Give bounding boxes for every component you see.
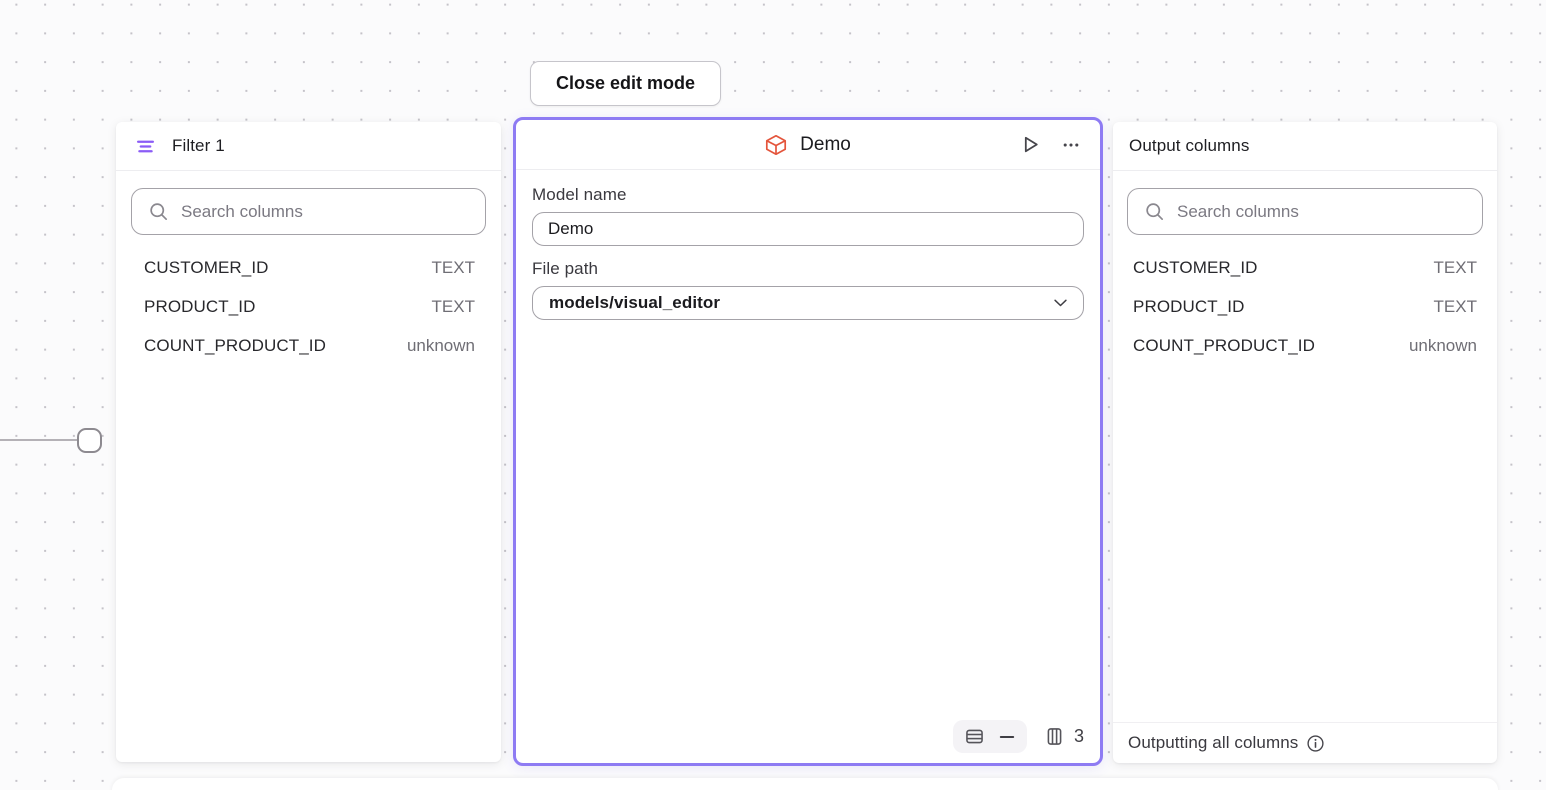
model-panel-footer: 3 [952, 720, 1084, 753]
column-type: TEXT [1433, 296, 1477, 316]
column-count-group: 3 [1044, 726, 1084, 747]
close-edit-mode-button[interactable]: Close edit mode [530, 61, 721, 106]
output-panel-footer: Outputting all columns [1113, 722, 1497, 763]
model-name-label: Model name [532, 185, 627, 204]
output-panel-title: Output columns [1129, 136, 1250, 155]
output-columns-panel: Output columns CUSTOMER_ID TEXT PRODUCT_… [1113, 122, 1497, 763]
column-type: unknown [406, 335, 475, 355]
more-options-button[interactable] [1059, 133, 1083, 157]
filter-node-panel: Filter 1 CUSTOMER_ID TEXT PRODUCT_ID TEX… [116, 122, 501, 762]
edge-connector-handle[interactable] [77, 428, 102, 453]
model-node-panel: Demo [513, 117, 1103, 766]
filter-search-box [131, 188, 486, 235]
model-panel-body: Model name File path models/visual_edito… [516, 170, 1100, 320]
search-icon [1144, 201, 1165, 222]
search-icon [148, 201, 169, 222]
column-name: PRODUCT_ID [1133, 296, 1245, 316]
output-search-input[interactable] [1177, 201, 1466, 222]
file-path-label: File path [532, 259, 599, 278]
edge-connector-line [0, 439, 80, 441]
column-row[interactable]: PRODUCT_ID TEXT [1113, 287, 1497, 326]
file-path-value: models/visual_editor [549, 293, 721, 312]
chevron-down-icon [1054, 299, 1067, 307]
bottom-panel [112, 778, 1498, 790]
column-name: COUNT_PRODUCT_ID [144, 335, 327, 355]
column-name: COUNT_PRODUCT_ID [1133, 335, 1316, 355]
filter-panel-header: Filter 1 [116, 122, 501, 171]
row-count-badge[interactable] [952, 720, 1027, 753]
info-icon[interactable] [1306, 734, 1325, 753]
column-type: TEXT [1433, 257, 1477, 277]
column-type: unknown [1408, 335, 1477, 355]
filter-lines-icon [135, 136, 156, 157]
column-type: TEXT [431, 296, 475, 316]
column-row[interactable]: CUSTOMER_ID TEXT [1113, 248, 1497, 287]
minus-icon [998, 728, 1016, 746]
column-name: CUSTOMER_ID [144, 257, 269, 277]
cube-icon [765, 134, 787, 156]
table-rows-icon [964, 726, 985, 747]
model-header-actions [1017, 120, 1083, 169]
column-name: PRODUCT_ID [144, 296, 256, 316]
output-footer-text: Outputting all columns [1128, 733, 1299, 752]
column-row[interactable]: CUSTOMER_ID TEXT [116, 248, 501, 287]
file-path-select[interactable]: models/visual_editor [532, 286, 1084, 320]
model-name-input[interactable] [532, 212, 1084, 246]
table-columns-icon [1044, 726, 1065, 747]
column-row[interactable]: COUNT_PRODUCT_ID unknown [1113, 326, 1497, 365]
column-row[interactable]: COUNT_PRODUCT_ID unknown [116, 326, 501, 365]
run-model-button[interactable] [1017, 131, 1044, 158]
ellipsis-icon [1061, 135, 1081, 155]
column-type: TEXT [431, 257, 475, 277]
model-panel-header: Demo [516, 120, 1100, 170]
column-name: CUSTOMER_ID [1133, 257, 1258, 277]
filter-columns-list: CUSTOMER_ID TEXT PRODUCT_ID TEXT COUNT_P… [116, 248, 501, 365]
output-search-box [1127, 188, 1483, 235]
play-icon [1019, 133, 1042, 156]
model-panel-title: Demo [800, 133, 851, 155]
model-title-group: Demo [765, 134, 851, 156]
column-count-value: 3 [1073, 726, 1084, 746]
column-row[interactable]: PRODUCT_ID TEXT [116, 287, 501, 326]
filter-search-input[interactable] [181, 201, 469, 222]
output-columns-list: CUSTOMER_ID TEXT PRODUCT_ID TEXT COUNT_P… [1113, 248, 1497, 365]
output-panel-header: Output columns [1113, 122, 1497, 171]
filter-panel-title: Filter 1 [172, 136, 225, 155]
